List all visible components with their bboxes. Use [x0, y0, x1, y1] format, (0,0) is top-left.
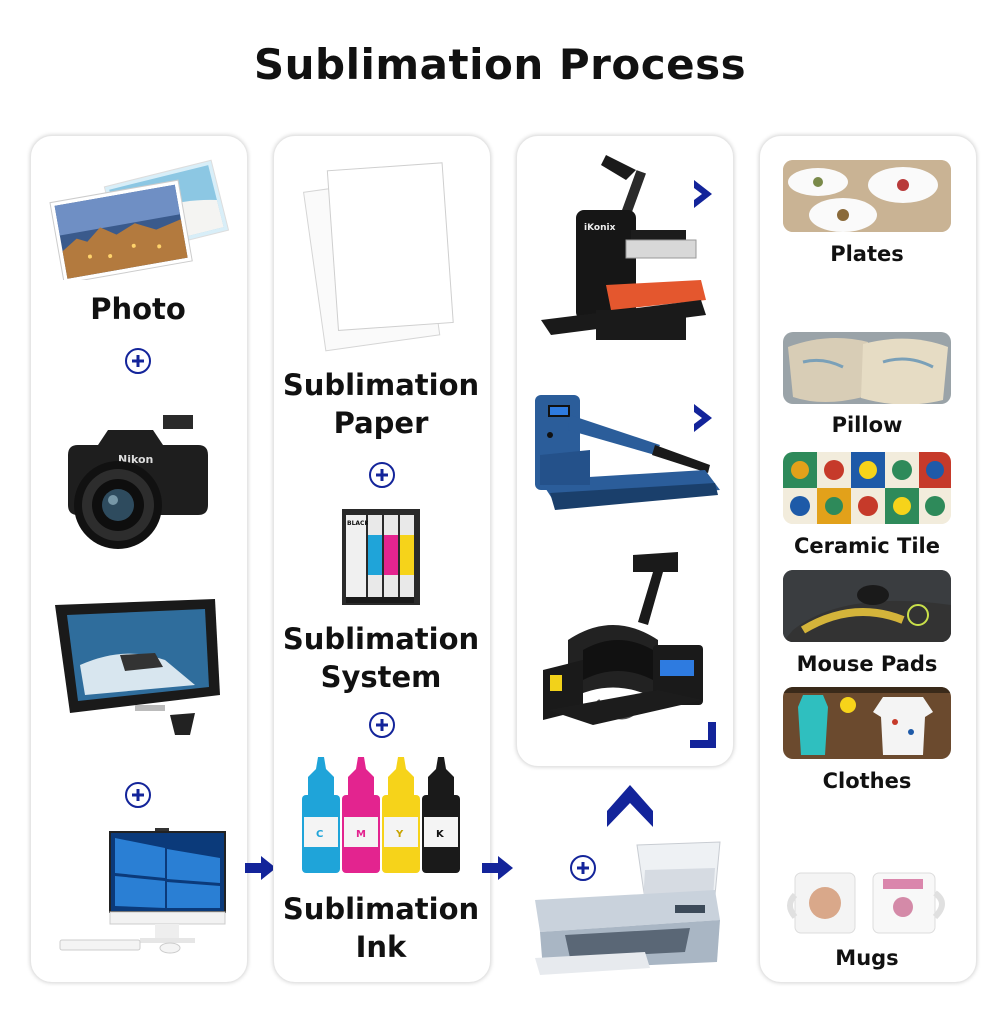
corner-arrow-icon	[690, 722, 716, 748]
pillow-label: Pillow	[831, 413, 903, 437]
pillow-thumbnail	[783, 332, 951, 404]
plus-icon	[125, 782, 151, 808]
chevron-up-icon	[607, 785, 653, 827]
paper-label-line1: Sublimation	[282, 368, 480, 402]
plus-icon	[369, 712, 395, 738]
system-label-line2: System	[320, 660, 442, 694]
mugs-label: Mugs	[835, 946, 899, 970]
arrow-right-icon	[245, 856, 276, 880]
printer-image	[535, 841, 721, 975]
ink-label-c: C	[316, 829, 323, 840]
clothes-label: Clothes	[822, 769, 912, 793]
chevron-right-icon	[694, 404, 712, 432]
ink-label-line1: Sublimation	[282, 892, 480, 926]
ink-label-y: Y	[395, 829, 404, 840]
plus-icon	[369, 462, 395, 488]
system-label-line1: Sublimation	[282, 622, 480, 656]
computer-image	[59, 828, 226, 954]
arrow-right-icon	[482, 856, 513, 880]
clothes-thumbnail	[783, 687, 951, 759]
flat-press-image	[535, 395, 720, 510]
cartridge-label: BLACK	[347, 520, 369, 527]
plates-thumbnail	[783, 160, 951, 232]
ink-cartridges-image: BLACK	[342, 509, 420, 605]
pen-display-image	[55, 599, 220, 735]
photo-prints-image	[49, 159, 230, 280]
mugs-thumbnail	[783, 865, 951, 937]
mug-press-image	[543, 552, 703, 725]
paper-label-line2: Paper	[333, 406, 429, 440]
clamshell-press-image: iKonix	[541, 155, 706, 340]
photo-label: Photo	[90, 292, 186, 326]
ink-bottles-image: C M Y K	[302, 757, 460, 873]
plus-icon	[125, 348, 151, 374]
mouse-pads-label: Mouse Pads	[796, 652, 938, 676]
ink-label-k: K	[436, 829, 445, 840]
press-brand: iKonix	[584, 223, 616, 233]
sublimation-paper-image	[303, 162, 454, 352]
products-panel	[759, 135, 977, 983]
ink-label-m: M	[356, 829, 366, 840]
plus-icon	[570, 855, 596, 881]
page-title: Sublimation Process	[253, 40, 747, 89]
plates-label: Plates	[830, 242, 904, 266]
camera-image: Nikon	[68, 415, 208, 549]
ceramic-tile-thumbnail	[783, 452, 951, 524]
ink-label-line2: Ink	[355, 930, 407, 964]
ceramic-tile-label: Ceramic Tile	[794, 534, 940, 558]
chevron-right-icon	[694, 180, 712, 208]
mouse-pad-thumbnail	[783, 570, 951, 642]
